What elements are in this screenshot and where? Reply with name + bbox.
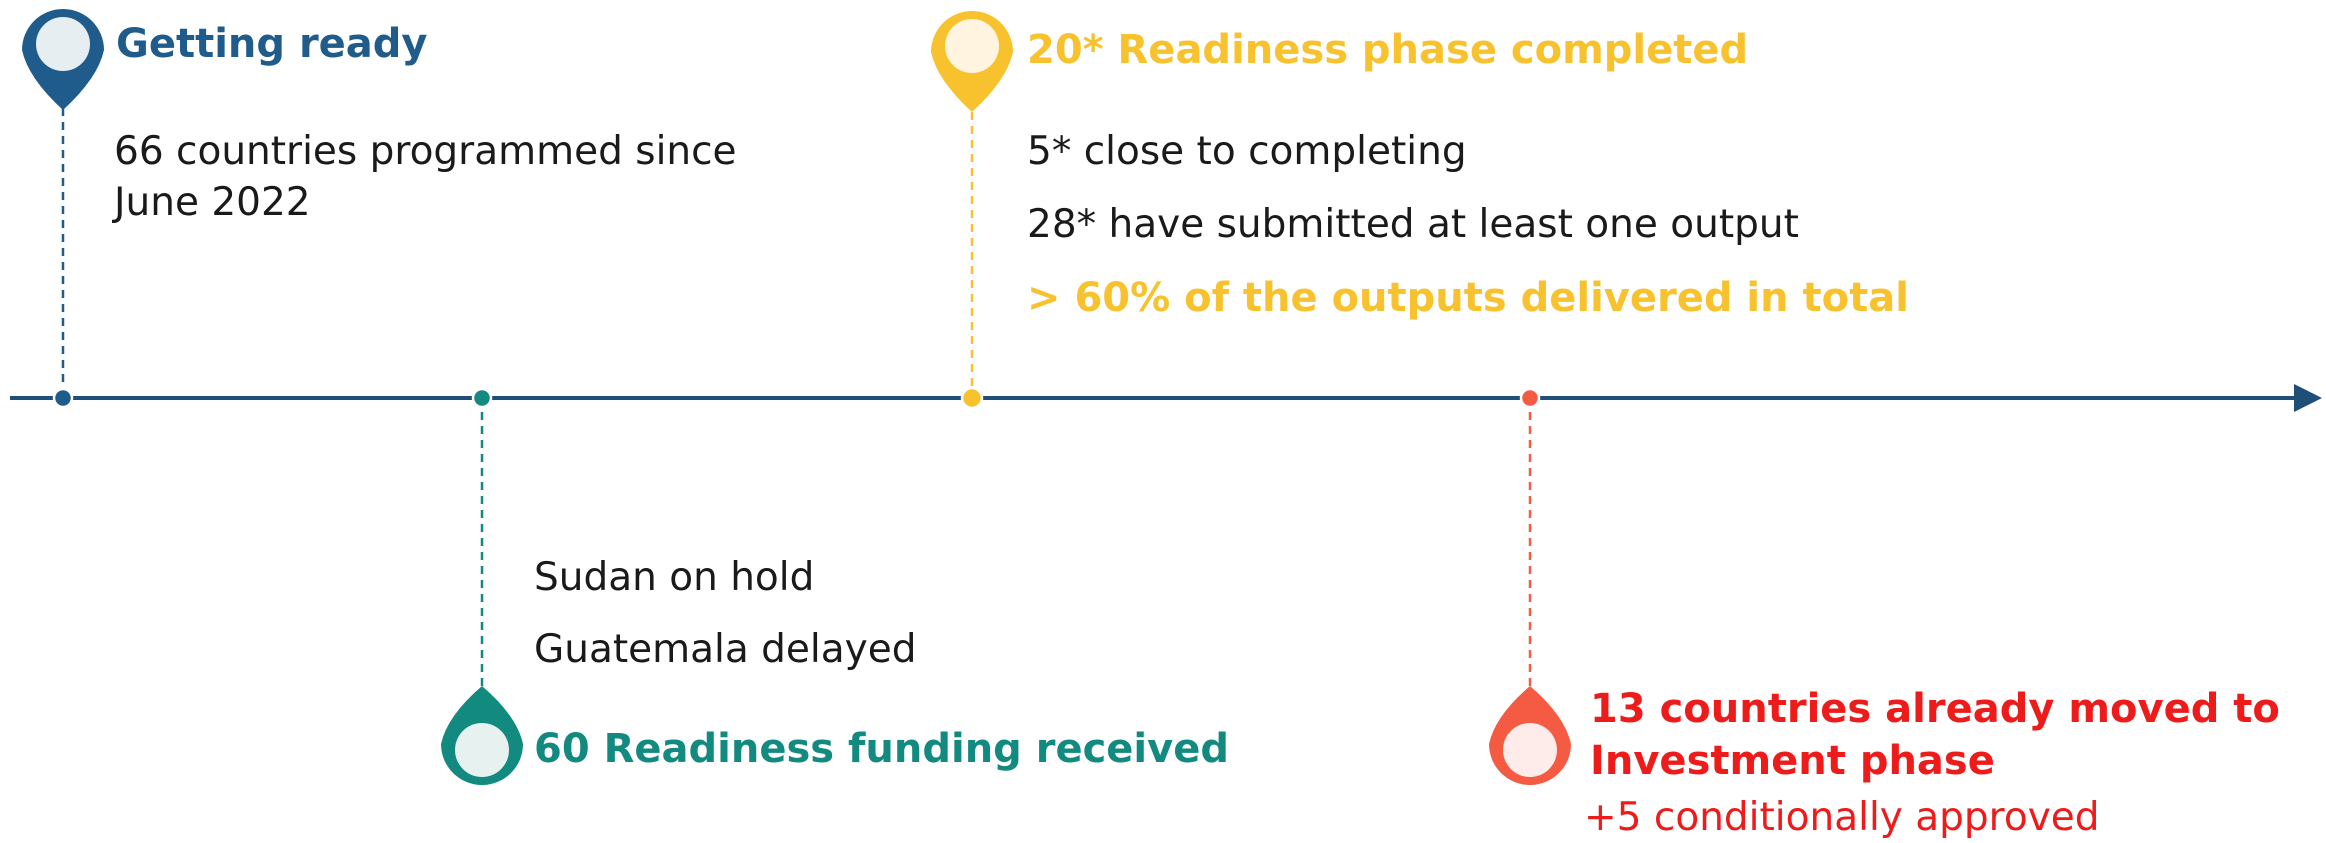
axis-dot-funding-received: [471, 387, 493, 409]
milestone-heading-investment-phase: 13 countries already moved to Investment…: [1590, 686, 2280, 784]
map-pin-icon: [441, 686, 523, 785]
axis-dot-investment-phase: [1519, 387, 1541, 409]
milestone-heading-readiness-completed: 20* Readiness phase completed: [1027, 27, 1749, 73]
axis-dot-readiness-completed: [960, 386, 984, 410]
map-pin-icon: [1489, 686, 1571, 785]
map-pin-icon: [22, 9, 104, 110]
milestone-text-close-to-completing: 5* close to completing: [1027, 129, 1467, 174]
milestone-heading-funding-received: 60 Readiness funding received: [534, 726, 1229, 772]
milestone-text-sudan: Sudan on hold: [534, 555, 815, 600]
milestone-text-conditionally-approved: +5 conditionally approved: [1584, 795, 2100, 840]
milestone-heading-getting-ready: Getting ready: [116, 21, 428, 67]
milestone-text-guatemala: Guatemala delayed: [534, 627, 917, 672]
timeline-arrowhead: [2294, 384, 2322, 412]
milestone-text-submitted-output: 28* have submitted at least one output: [1027, 202, 1799, 247]
milestone-text-programmed: 66 countries programmed since June 2022: [114, 129, 737, 225]
axis-dot-getting-ready: [52, 387, 74, 409]
milestone-highlight-outputs-delivered: > 60% of the outputs delivered in total: [1027, 275, 1909, 321]
map-pin-icon: [931, 11, 1013, 112]
